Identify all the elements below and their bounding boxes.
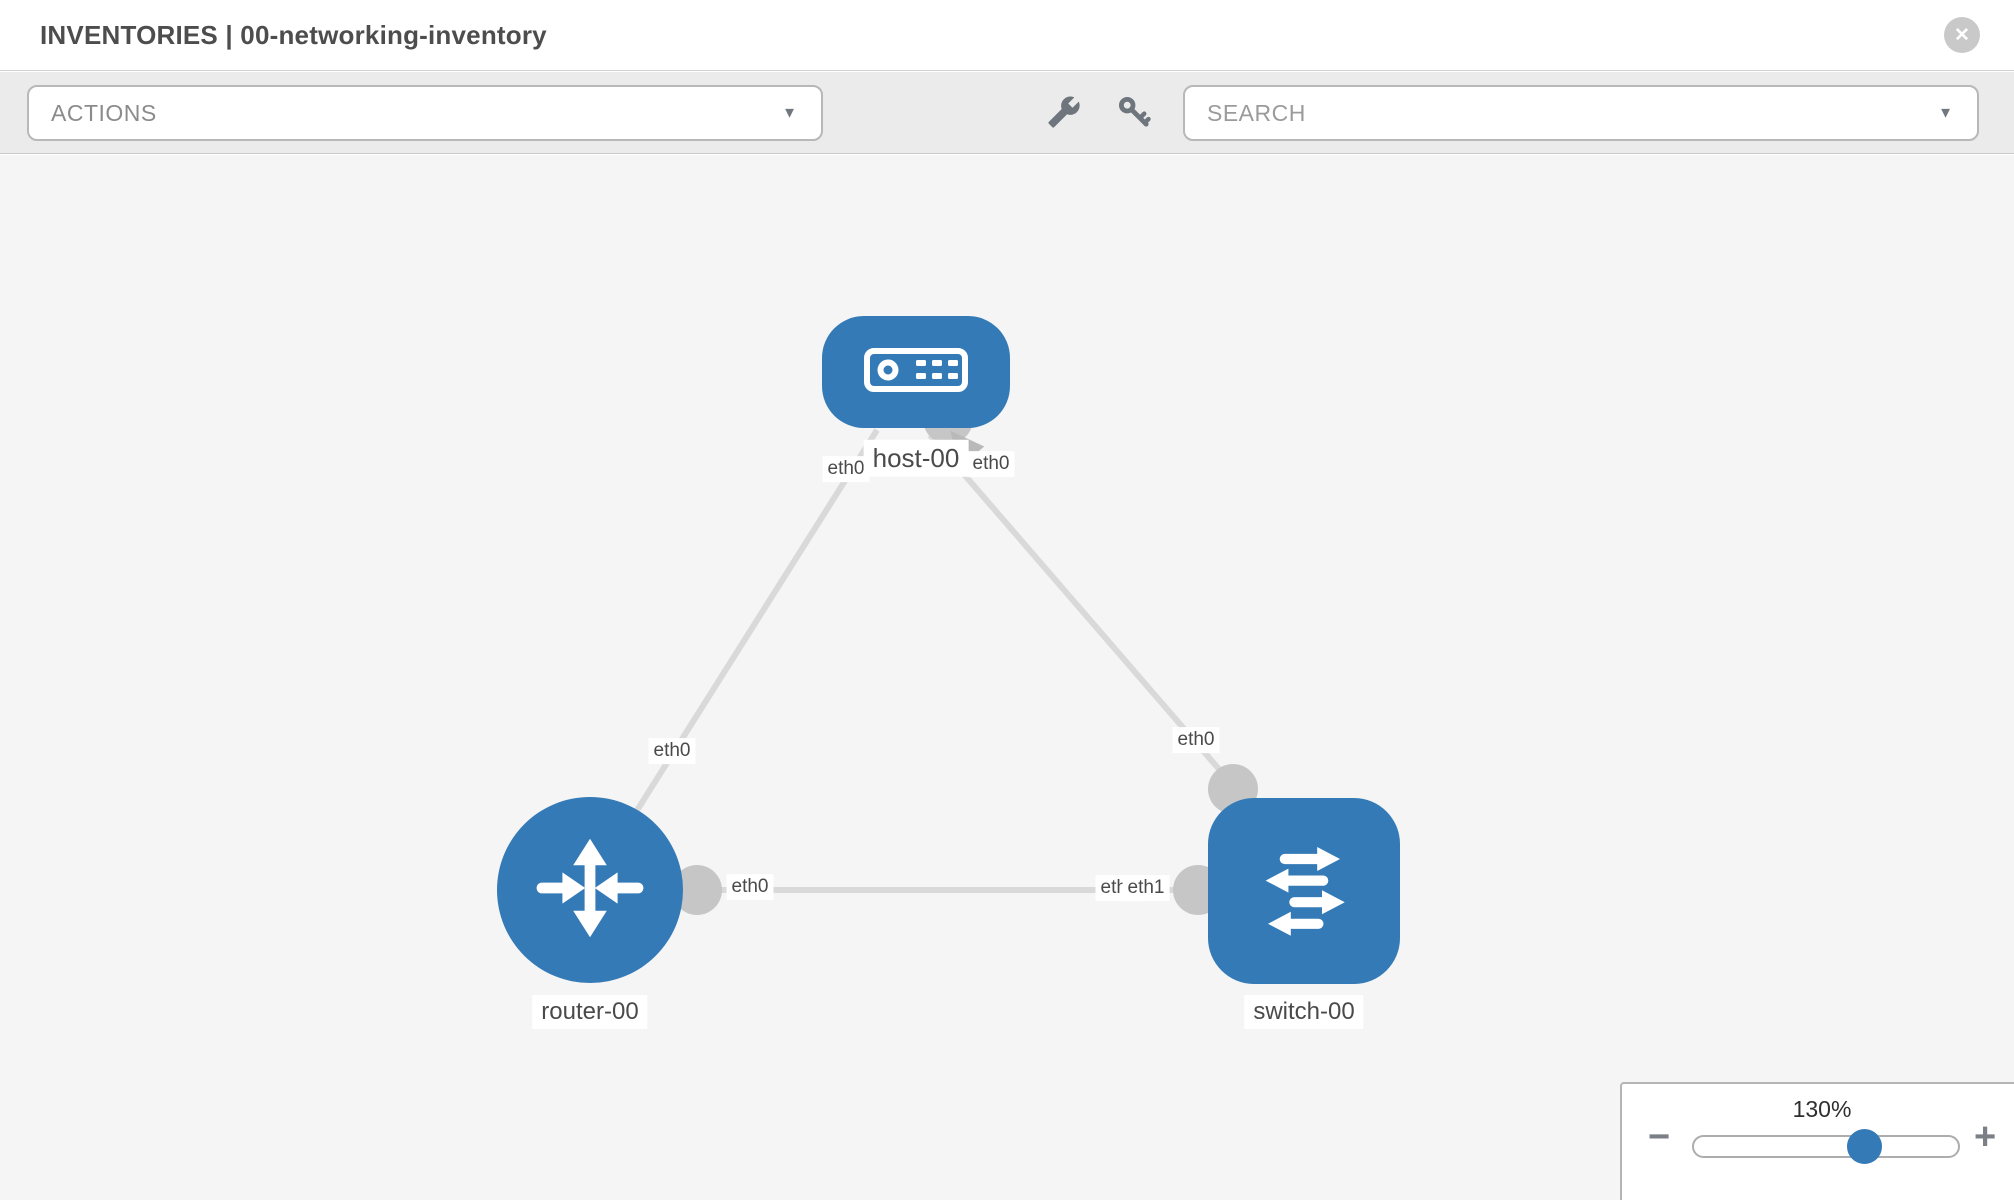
zoom-slider-thumb[interactable] xyxy=(1847,1129,1882,1164)
page-title: INVENTORIES | 00-networking-inventory xyxy=(40,20,547,50)
node-router-00[interactable] xyxy=(497,797,683,983)
node-switch-00[interactable] xyxy=(1208,798,1400,984)
iface-label-host-eth0-left: eth0 xyxy=(822,456,870,482)
zoom-control-panel: 130% − + xyxy=(1620,1082,2014,1200)
iface-label-router-eth0-uplink: eth0 xyxy=(648,738,696,764)
close-button[interactable]: ✕ xyxy=(1944,17,1980,53)
router-icon xyxy=(530,828,650,953)
node-label-router: router-00 xyxy=(532,995,648,1029)
topology-canvas[interactable] xyxy=(0,155,2014,1200)
iface-label-switch-eth1: eth1 xyxy=(1122,875,1170,901)
search-dropdown-label: SEARCH xyxy=(1207,99,1306,126)
header: INVENTORIES | 00-networking-inventory ✕ xyxy=(0,0,2014,71)
zoom-out-button[interactable]: − xyxy=(1648,1116,1671,1158)
adhoc-commands-button[interactable] xyxy=(1042,92,1086,136)
iface-label-switch-eth0: eth0 xyxy=(1172,727,1220,753)
node-label-host: host-00 xyxy=(863,439,969,477)
actions-dropdown-label: ACTIONS xyxy=(51,99,157,126)
chevron-down-icon: ▼ xyxy=(782,104,797,122)
chevron-down-icon: ▼ xyxy=(1938,104,1953,122)
search-dropdown[interactable]: SEARCH ▼ xyxy=(1183,85,1979,141)
close-icon: ✕ xyxy=(1954,24,1970,46)
iface-label-host-eth0-right: eth0 xyxy=(967,451,1015,477)
node-host-00[interactable] xyxy=(822,316,1010,428)
host-icon xyxy=(864,347,968,397)
credentials-button[interactable] xyxy=(1112,92,1156,136)
iface-label-router-eth0: eth0 xyxy=(726,874,774,900)
key-icon xyxy=(1117,95,1151,134)
wrench-icon xyxy=(1047,95,1081,134)
actions-dropdown[interactable]: ACTIONS ▼ xyxy=(27,85,823,141)
toolbar: ACTIONS ▼ xyxy=(0,72,2014,154)
switch-icon xyxy=(1242,829,1366,954)
zoom-slider-track[interactable] xyxy=(1692,1135,1960,1158)
zoom-in-button[interactable]: + xyxy=(1974,1116,1997,1158)
zoom-level-label: 130% xyxy=(1792,1096,1852,1122)
node-label-switch: switch-00 xyxy=(1244,995,1364,1029)
